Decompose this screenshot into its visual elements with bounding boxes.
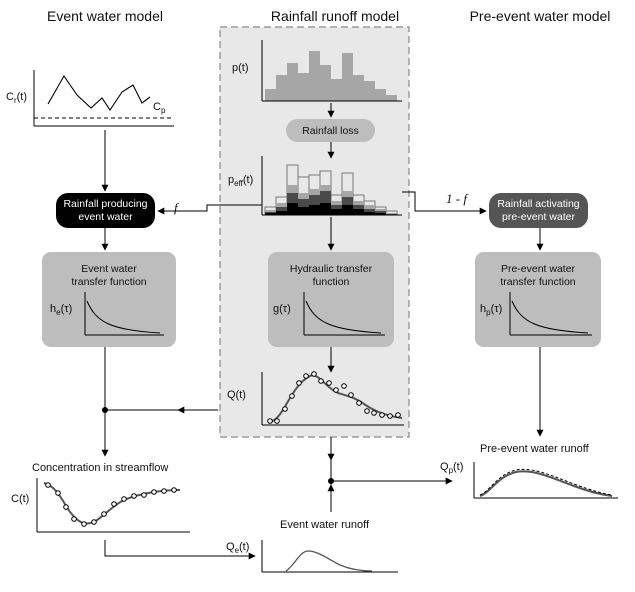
- he-curve: [86, 300, 161, 334]
- qe-label: Qe(t): [226, 541, 249, 555]
- arrow-f-to-producing: [157, 204, 262, 215]
- concentration-plot: Concentration in streamflow C(t): [11, 462, 190, 533]
- qp-label: Qp(t): [440, 461, 463, 475]
- c-observed-points: [45, 482, 177, 527]
- precip-plot: p(t): [232, 40, 402, 102]
- q-observed-points: [267, 371, 401, 424]
- peff-black-bar: [375, 213, 386, 215]
- peff-label: peff(t): [228, 174, 253, 188]
- precip-bar: [309, 51, 320, 101]
- precip-bar: [287, 63, 298, 101]
- title-pre-event-water-model: Pre-event water model: [470, 8, 611, 24]
- qe-curve: [285, 550, 373, 572]
- peff-black-bar: [265, 213, 276, 215]
- peff-black-bar: [364, 212, 375, 215]
- pre-tf-title: Pre-event water: [501, 263, 576, 275]
- peff-histogram: [264, 164, 398, 216]
- peff-black-bar: [287, 203, 298, 215]
- hydraulic-tf-title: Hydraulic transfer: [290, 263, 373, 275]
- pre-event-runoff-plot: Pre-event water runoff Qp(t): [440, 443, 618, 499]
- qp-curve-dashed: [479, 468, 613, 496]
- precip-bar: [364, 81, 375, 101]
- peff-plot: peff(t): [228, 156, 402, 216]
- peff-black-bar: [309, 205, 320, 215]
- peff-black-bar: [276, 211, 287, 215]
- concentration-caption: Concentration in streamflow: [32, 462, 168, 474]
- hp-curve: [511, 300, 589, 334]
- peff-black-bar: [331, 209, 342, 215]
- qp-curve-solid: [479, 470, 613, 497]
- precip-histogram: [265, 51, 397, 101]
- q-label: Q(t): [227, 389, 246, 401]
- rainfall-activating-label: Rainfall activating: [497, 198, 579, 210]
- he-label: he(τ): [50, 303, 72, 317]
- p-label: p(t): [232, 62, 249, 74]
- rainfall-loss-label: Rainfall loss: [302, 125, 359, 137]
- rainfall-loss-box: [286, 119, 375, 142]
- peff-black-bar: [298, 207, 309, 215]
- rainfall-activating-box: [489, 193, 588, 228]
- event-runoff-caption: Event water runoff: [280, 519, 370, 531]
- flow-connectors: [101, 103, 544, 560]
- title-event-water-model: Event water model: [47, 8, 163, 24]
- g-curve: [305, 300, 382, 334]
- precip-bar: [276, 75, 287, 101]
- cp-label: Cp: [153, 101, 166, 115]
- precip-bar: [331, 79, 342, 101]
- event-runoff-plot: Event water runoff Qe(t): [226, 519, 398, 573]
- cr-label: Cr(t): [6, 91, 27, 105]
- precip-bar: [386, 95, 397, 101]
- pre-event-runoff-caption: Pre-event water runoff: [480, 443, 590, 455]
- cr-plot: Cr(t) Cp: [6, 70, 174, 127]
- hydraulic-transfer-function-box: Hydraulic transfer function g(τ): [268, 252, 394, 347]
- precip-bar: [353, 75, 364, 101]
- arrow-one-minus-f-to-activating: [402, 191, 487, 215]
- junction-dot-center: [328, 478, 334, 484]
- q-plot: Q(t): [227, 371, 404, 426]
- c-label: C(t): [11, 493, 29, 505]
- event-tf-title: Event water: [81, 263, 137, 275]
- precip-bar: [342, 53, 353, 101]
- rainfall-producing-label-2: event water: [78, 211, 133, 223]
- precip-bar: [298, 73, 309, 101]
- peff-black-bar: [320, 203, 331, 215]
- hp-label: hp(τ): [480, 303, 502, 317]
- one-minus-f-label: 1 - f: [446, 191, 469, 206]
- arrow-concentration-to-eventrunoff: [104, 540, 256, 560]
- title-rainfall-runoff-model: Rainfall runoff model: [271, 8, 399, 24]
- cr-series-line: [47, 74, 151, 111]
- pre-event-transfer-function-box: Pre-event water transfer function hp(τ): [475, 252, 601, 347]
- peff-black-bar: [342, 205, 353, 215]
- f-label: f: [174, 200, 180, 215]
- junction-dot-left: [102, 407, 108, 413]
- rainfall-producing-label: Rainfall producing: [63, 198, 147, 210]
- event-transfer-function-box: Event water transfer function he(τ): [42, 252, 176, 347]
- event-tf-title-2: transfer function: [71, 276, 146, 288]
- g-label: g(τ): [273, 303, 291, 315]
- pre-tf-title-2: transfer function: [500, 276, 575, 288]
- precip-bar: [320, 65, 331, 101]
- hydraulic-tf-title-2: function: [313, 276, 350, 288]
- rainfall-producing-box: [56, 193, 155, 228]
- precip-bar: [265, 89, 276, 101]
- precip-bar: [375, 89, 386, 101]
- peff-black-bar: [353, 209, 364, 215]
- rainfall-activating-label-2: pre-event water: [502, 211, 575, 223]
